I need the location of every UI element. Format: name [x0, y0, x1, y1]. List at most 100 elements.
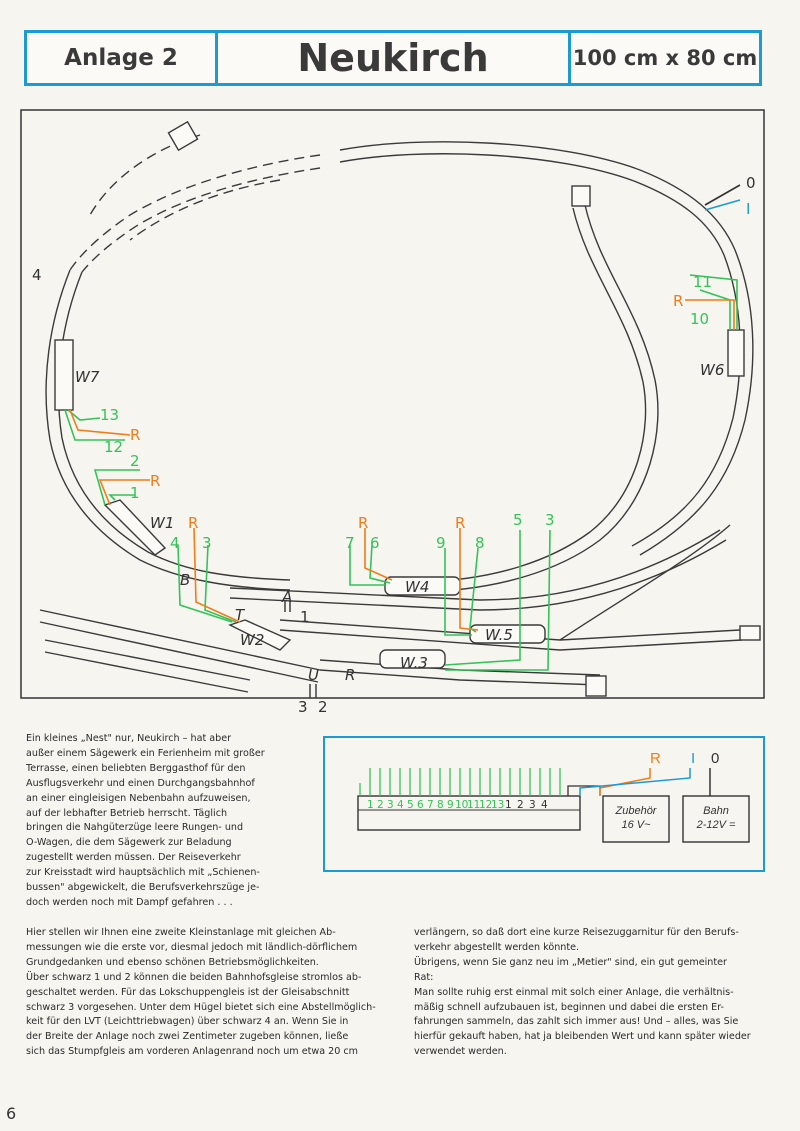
label-w3: W.3	[400, 654, 428, 672]
buffer-top-left	[167, 120, 199, 152]
svg-text:10: 10	[690, 310, 709, 328]
svg-text:11: 11	[693, 273, 712, 291]
svg-text:1: 1	[130, 484, 140, 502]
body-text-left: Hier stellen wir Ihnen eine zweite Klein…	[26, 927, 376, 1058]
track-outer-upper	[339, 141, 754, 556]
svg-text:R: R	[673, 292, 683, 310]
siding-right	[559, 524, 731, 641]
wiring	[64, 184, 741, 671]
switch-panel-box	[357, 795, 581, 831]
label-w2: W2	[240, 631, 264, 649]
svg-text:R: R	[150, 472, 160, 490]
svg-text:3: 3	[298, 698, 308, 716]
turnout-w1	[103, 499, 167, 556]
svg-text:R: R	[358, 514, 368, 532]
svg-text:4: 4	[397, 799, 404, 811]
svg-text:6: 6	[370, 534, 380, 552]
layout-dimensions: 100 cm x 80 cm	[572, 46, 758, 70]
panel-green-wires	[359, 768, 561, 796]
svg-text:3: 3	[529, 799, 536, 811]
track-outer-upper-2	[339, 153, 741, 547]
label-w1: W1	[150, 514, 174, 532]
intro-text: Ein kleines „Nest" nur, Neukirch – hat a…	[26, 733, 265, 908]
station-track-lower-2	[319, 669, 601, 686]
svg-text:5: 5	[407, 799, 414, 811]
accessory-transformer-box	[602, 795, 670, 843]
svg-text:10: 10	[455, 799, 468, 811]
svg-text:12: 12	[104, 438, 123, 456]
track-turnout-labels: W6 W7 W1 W2 W.3 W4 W.5 A U B T R	[75, 361, 724, 684]
svg-text:R: R	[130, 426, 140, 444]
title-bar: Anlage 2 Neukirch 100 cm x 80 cm	[24, 30, 762, 86]
svg-text:2: 2	[130, 452, 140, 470]
svg-text:8: 8	[437, 799, 444, 811]
svg-text:8: 8	[475, 534, 485, 552]
label-T: T	[235, 606, 246, 624]
svg-text:3: 3	[202, 534, 212, 552]
stub-track-2	[44, 639, 251, 681]
body-text-right: verlängern, so daß dort eine kurze Reise…	[414, 927, 751, 1058]
svg-text:R: R	[455, 514, 465, 532]
feed-R-labels: R R R R R R	[130, 292, 683, 532]
label-w6: W6	[700, 361, 724, 379]
svg-text:3: 3	[387, 799, 394, 811]
tunnel-track-1b	[81, 167, 321, 273]
track-transformer-box	[682, 795, 750, 843]
svg-text:I: I	[746, 200, 750, 218]
stub-track-1	[39, 609, 321, 671]
svg-text:1: 1	[367, 799, 374, 811]
svg-text:3: 3	[545, 511, 555, 529]
label-w7: W7	[75, 368, 100, 386]
tunnel-track-3	[129, 179, 281, 241]
panel-label-I: I	[691, 750, 696, 767]
svg-text:12: 12	[479, 799, 492, 811]
plan-frame	[20, 109, 765, 699]
svg-text:1: 1	[300, 608, 310, 626]
svg-text:7: 7	[345, 534, 355, 552]
stub-track-2b	[44, 651, 249, 693]
stub-track-1b	[39, 621, 319, 683]
svg-text:7: 7	[427, 799, 434, 811]
label-B: B	[180, 571, 190, 589]
station-track-upper-2	[229, 539, 727, 611]
track-inner-2	[419, 207, 647, 583]
turnout-w7	[54, 339, 74, 411]
turnout-w6	[727, 329, 745, 377]
turnout-w5	[469, 624, 546, 644]
panel-label-R: R	[650, 750, 661, 767]
turnout-w3	[379, 649, 446, 669]
svg-text:13: 13	[100, 406, 119, 424]
buffer-right	[739, 625, 761, 641]
label-w4: W4	[405, 578, 429, 596]
label-U: U	[308, 666, 319, 684]
svg-text:5: 5	[513, 511, 523, 529]
buffer-front	[585, 675, 607, 697]
svg-text:6: 6	[417, 799, 424, 811]
svg-text:2: 2	[517, 799, 524, 811]
svg-text:4: 4	[32, 266, 42, 284]
buffer-top	[571, 185, 591, 207]
track-inner	[419, 204, 659, 593]
tunnel-track-1	[69, 154, 321, 271]
svg-text:2: 2	[318, 698, 328, 716]
station-track-upper	[229, 529, 721, 601]
svg-text:R: R	[188, 514, 198, 532]
label-w5: W.5	[485, 626, 513, 644]
svg-text:2: 2	[377, 799, 384, 811]
feeder-posts	[284, 600, 317, 698]
station-track-mid-2	[279, 629, 743, 651]
svg-text:0: 0	[746, 174, 756, 192]
layout-title: Neukirch	[218, 33, 571, 83]
svg-text:1: 1	[505, 799, 512, 811]
svg-text:13: 13	[491, 799, 504, 811]
layout-number: Anlage 2	[27, 33, 218, 83]
page-number: 6	[6, 1104, 17, 1123]
svg-text:4: 4	[541, 799, 548, 811]
